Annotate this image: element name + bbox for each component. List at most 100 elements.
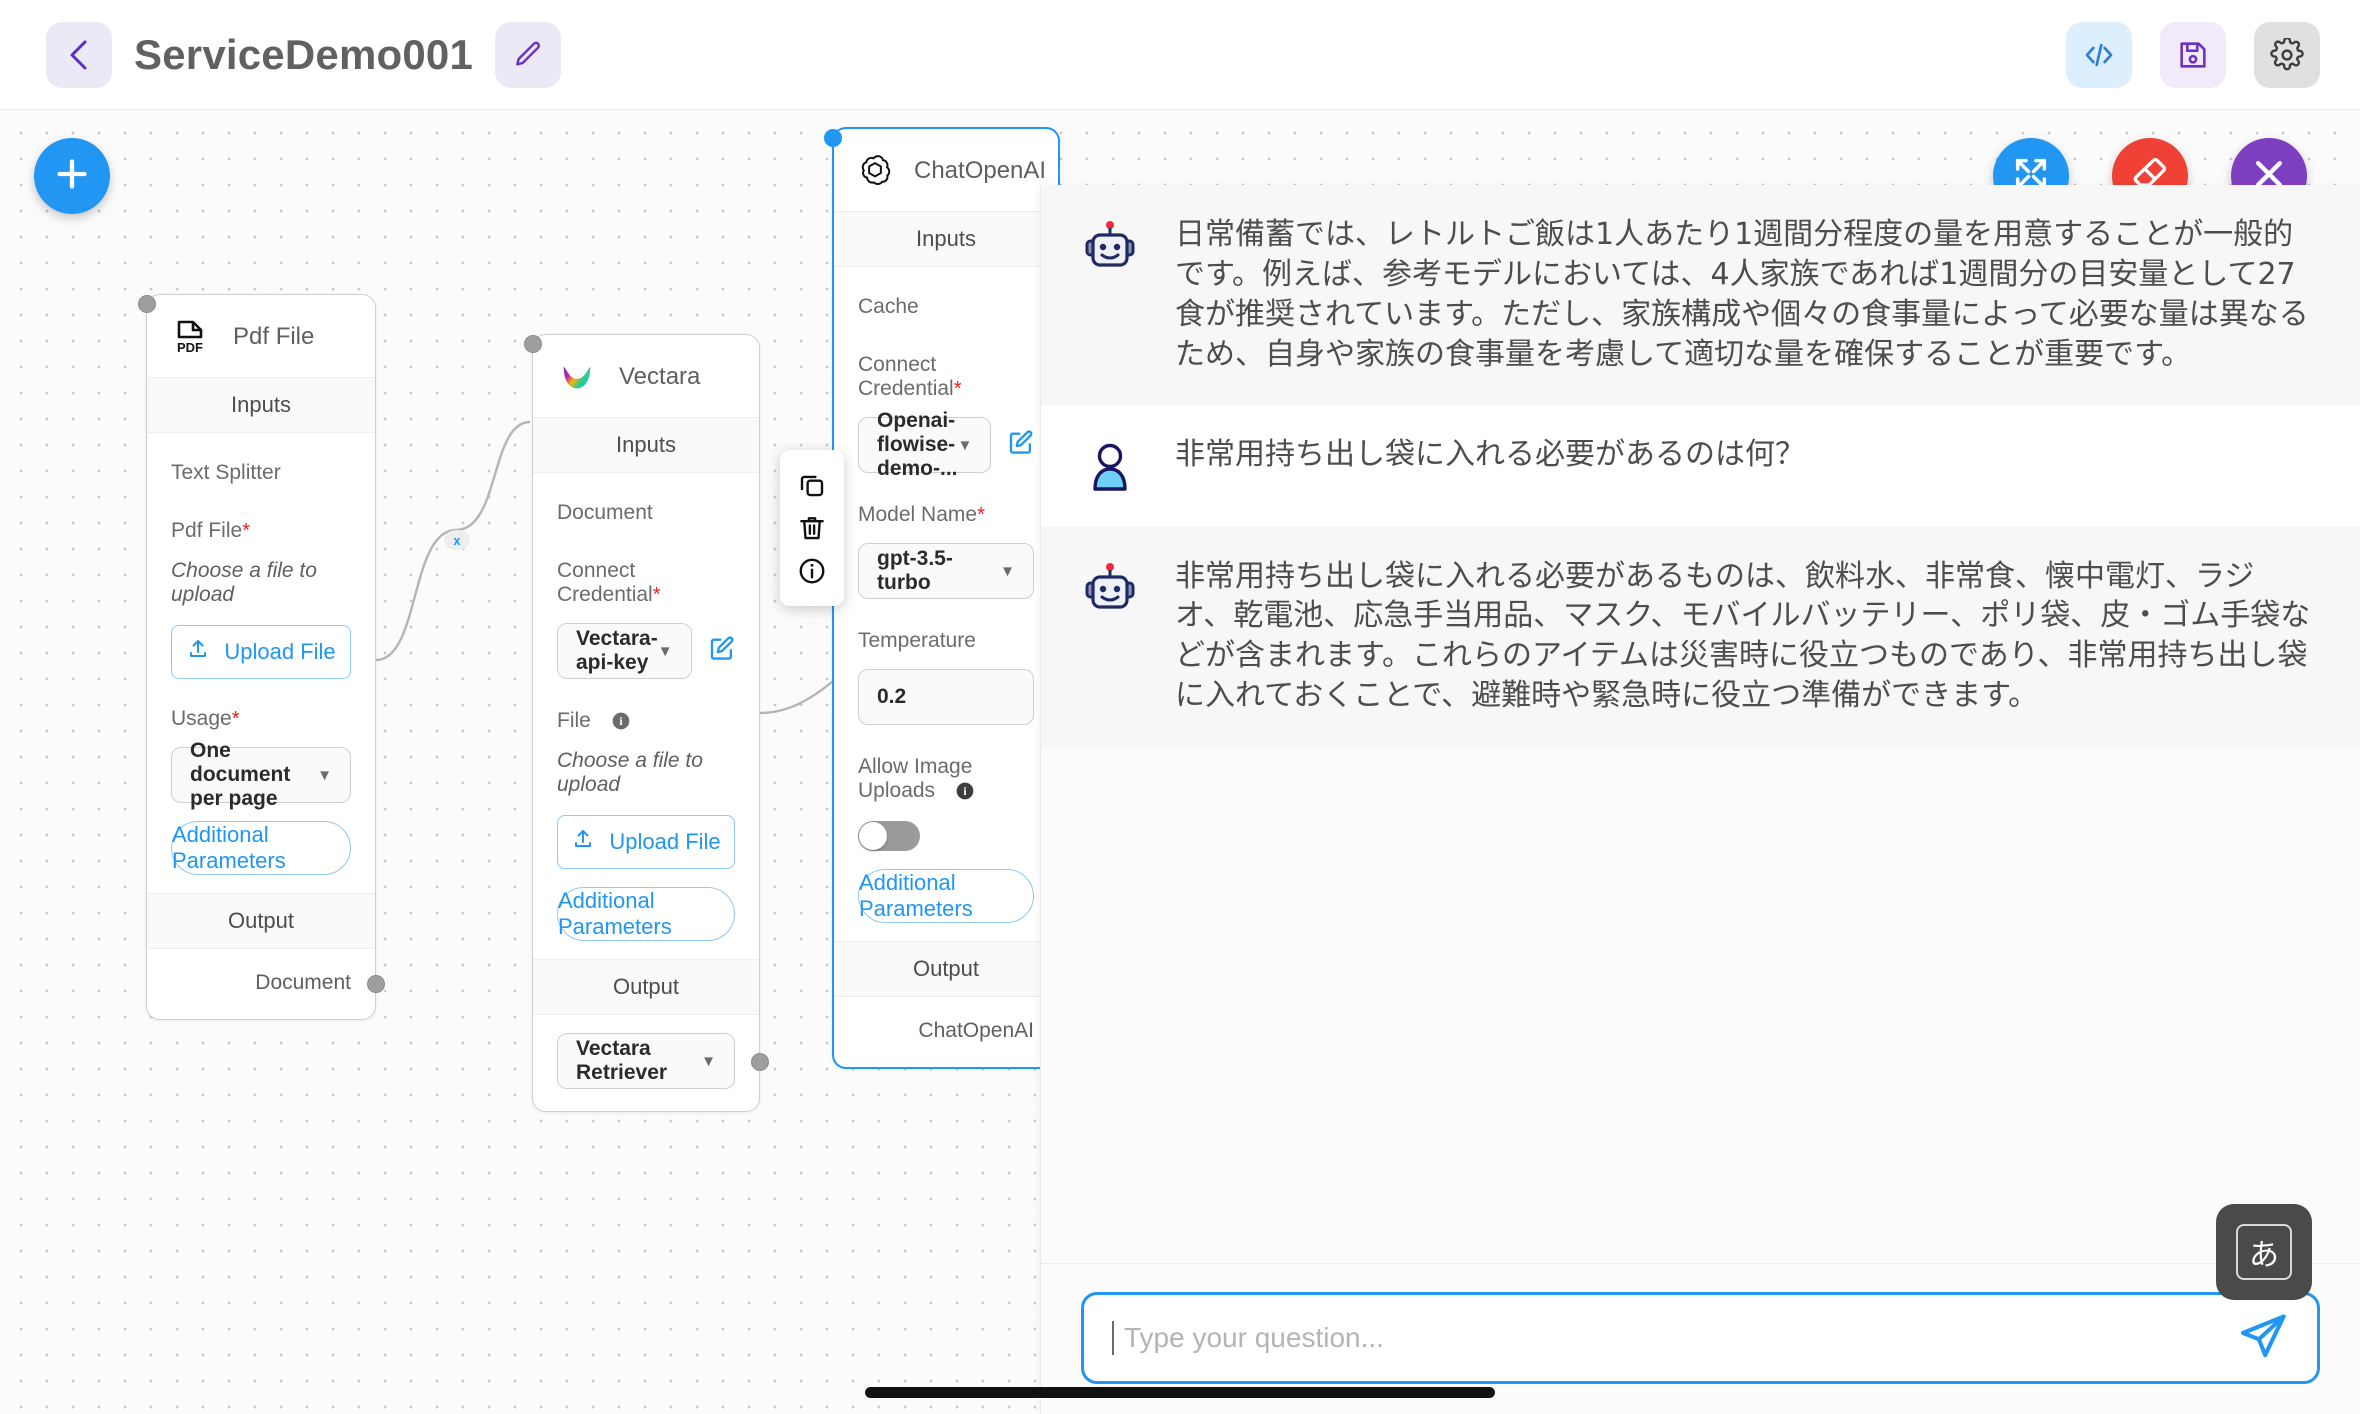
chevron-down-icon: ▼: [657, 642, 673, 660]
allow-image-uploads-toggle[interactable]: [858, 821, 920, 851]
vectara-output-select[interactable]: Vectara Retriever ▼: [557, 1033, 735, 1089]
floppy-disk-save-icon: [2176, 38, 2210, 72]
duplicate-copy-icon[interactable]: [797, 470, 827, 500]
label-text-splitter: Text Splitter: [171, 461, 281, 484]
chat-message-text: 非常用持ち出し袋に入れる必要があるのは何？: [1175, 436, 1805, 472]
chatopenai-additional-parameters-button[interactable]: Additional Parameters: [858, 869, 1034, 923]
vectara-output-value: Vectara Retriever: [576, 1037, 668, 1084]
app-header: ServiceDemo001: [0, 0, 2360, 110]
chatopenai-temperature-value: 0.2: [877, 685, 907, 708]
edge-delete-button[interactable]: x: [444, 530, 470, 550]
pdf-upload-file-label: Upload File: [224, 639, 336, 664]
port-document-in[interactable]: [524, 335, 542, 353]
port-cache-in[interactable]: [824, 129, 842, 147]
view-code-button[interactable]: [2066, 21, 2132, 88]
chat-panel: 日常備蓄では、レトルトご飯は1人あたり1週間分程度の量を用意することが一般的です…: [1040, 185, 2360, 1414]
robot-avatar-icon: [1081, 561, 1139, 619]
node-pdf-inputs-band: Inputs: [147, 377, 375, 433]
node-pdf-body: Text Splitter Pdf File* Choose a file to…: [138, 295, 375, 893]
info-circle-icon[interactable]: [797, 556, 827, 586]
gear-icon: [2270, 37, 2304, 72]
openai-logo-icon: [856, 149, 894, 193]
required-asterisk: *: [652, 584, 661, 606]
chevron-left-icon: [66, 38, 92, 72]
node-chatopenai-output-band: Output: [834, 941, 1058, 997]
vectara-additional-parameters-button[interactable]: Additional Parameters: [557, 887, 735, 941]
chevron-down-icon: ▼: [317, 766, 332, 784]
save-chatflow-button[interactable]: [2160, 21, 2226, 88]
chat-message-text: 日常備蓄では、レトルトご飯は1人あたり1週間分程度の量を用意することが一般的です…: [1175, 217, 2309, 372]
chat-input-field[interactable]: Type your question...: [1081, 1292, 2320, 1384]
edit-square-pencil-icon[interactable]: [708, 635, 736, 668]
svg-text:i: i: [619, 716, 623, 729]
port-vectara-out[interactable]: [751, 1053, 769, 1071]
chevron-down-icon: ▼: [957, 436, 973, 454]
chat-message-list[interactable]: 日常備蓄では、レトルトご飯は1人あたり1週間分程度の量を用意することが一般的です…: [1041, 185, 2360, 1263]
port-text-splitter-in[interactable]: [138, 295, 156, 313]
pdf-usage-select[interactable]: One document per page ▼: [171, 739, 351, 810]
edit-square-pencil-icon[interactable]: [1007, 429, 1035, 462]
chat-input-placeholder: Type your question...: [1124, 1322, 1384, 1353]
vectara-upload-file-label: Upload File: [609, 829, 721, 854]
svg-text:PDF: PDF: [177, 340, 203, 355]
add-node-button[interactable]: [34, 138, 110, 214]
vectara-logo-icon: [555, 355, 599, 399]
robot-avatar-icon: [1081, 219, 1139, 277]
trash-icon[interactable]: [797, 513, 827, 543]
text-cursor: [1112, 1321, 1114, 1355]
label-document: Document: [557, 501, 653, 524]
node-pdf-output-row: Document: [147, 949, 385, 1019]
info-icon[interactable]: i: [611, 711, 631, 731]
label-connect-credential: Connect Credential*: [557, 559, 661, 606]
chatopenai-model-select[interactable]: gpt-3.5-turbo ▼: [858, 543, 1034, 599]
label-connect-credential: Connect Credential*: [858, 353, 962, 400]
chatopenai-credential-row: Openai-flowise-demo-... ▼: [858, 409, 1035, 480]
node-vectara-header: Vectara: [533, 335, 759, 417]
node-chatopenai-inputs-band: Inputs: [834, 211, 1058, 267]
chevron-down-icon: ▼: [1000, 562, 1015, 580]
japanese-ime-icon: あ: [2216, 1204, 2312, 1300]
pencil-icon: [512, 39, 544, 71]
node-vectara-body: Document Connect Credential* Vectara-api…: [524, 335, 759, 959]
close-x-icon: [2249, 154, 2289, 199]
vectara-upload-file-button[interactable]: Upload File: [557, 815, 735, 869]
user-avatar-icon: [1081, 439, 1139, 497]
svg-text:i: i: [963, 786, 967, 799]
node-context-menu[interactable]: [780, 450, 844, 606]
edge-delete-x-icon: x: [453, 532, 461, 548]
vectara-credential-select[interactable]: Vectara-api-key ▼: [557, 623, 692, 679]
vectara-credential-row: Vectara-api-key ▼: [557, 623, 735, 679]
node-chatopenai[interactable]: ChatOpenAI Inputs Cache Connect Credenti…: [824, 127, 1068, 1069]
label-file: File i: [557, 709, 735, 733]
toggle-knob: [859, 822, 887, 850]
chat-message-user-1: 非常用持ち出し袋に入れる必要があるのは何？: [1041, 404, 2360, 527]
header-right-group: [2066, 21, 2360, 88]
port-document-out[interactable]: [367, 975, 385, 993]
node-chatopenai-header: ChatOpenAI: [834, 129, 1058, 211]
chatopenai-credential-select[interactable]: Openai-flowise-demo-... ▼: [858, 409, 992, 480]
required-asterisk: *: [231, 708, 240, 730]
edit-title-button[interactable]: [495, 21, 562, 88]
info-icon[interactable]: i: [955, 781, 975, 801]
node-pdf-output-band: Output: [147, 893, 375, 949]
pdf-upload-file-button[interactable]: Upload File: [171, 625, 351, 679]
pdf-file-icon: PDF: [169, 315, 213, 359]
chat-message-text: 非常用持ち出し袋に入れる必要があるものは、飲料水、非常食、懐中電灯、ラジオ、乾電…: [1175, 558, 2311, 714]
pdf-additional-parameters-label: Additional Parameters: [172, 822, 286, 873]
upload-icon: [571, 827, 595, 857]
settings-button[interactable]: [2254, 21, 2320, 88]
node-vectara[interactable]: Vectara Inputs Document Connect Credenti…: [524, 334, 769, 1112]
back-button[interactable]: [46, 21, 112, 88]
node-vectara-title: Vectara: [619, 363, 701, 390]
node-pdf-title: Pdf File: [233, 323, 315, 350]
send-paper-plane-icon[interactable]: [2237, 1310, 2289, 1367]
required-asterisk: *: [953, 378, 962, 400]
node-vectara-output-band: Output: [533, 959, 759, 1015]
chatopenai-additional-parameters-label: Additional Parameters: [859, 870, 973, 921]
node-pdf-file[interactable]: PDF Pdf File Inputs Text Splitter Pdf Fi…: [138, 294, 385, 1020]
pdf-additional-parameters-button[interactable]: Additional Parameters: [171, 821, 351, 875]
required-asterisk: *: [977, 504, 985, 526]
chat-message-bot-2: 非常用持ち出し袋に入れる必要があるものは、飲料水、非常食、懐中電灯、ラジオ、乾電…: [1041, 526, 2360, 747]
chatopenai-temperature-input[interactable]: 0.2: [858, 669, 1034, 725]
